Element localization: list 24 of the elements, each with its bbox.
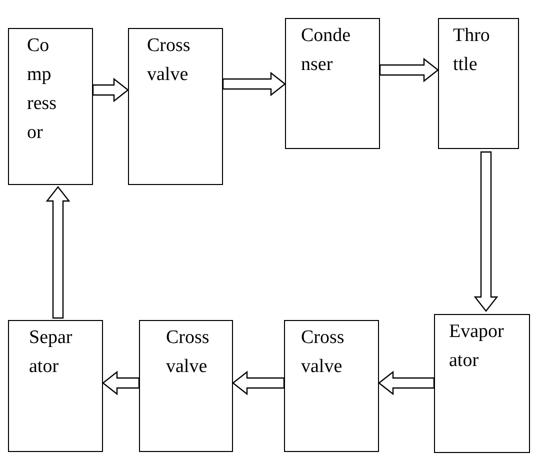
box-label: Co mp ress or [27,34,58,145]
block-arrow [46,186,70,319]
box-label: Conde nser [301,24,352,77]
box-label: Cross valve [147,34,192,87]
block-arrow [92,78,129,102]
process-box [128,28,223,185]
block-arrow [474,151,498,312]
process-box [8,28,93,185]
block-arrow [379,58,439,82]
box-label: Separ ator [29,326,74,379]
process-box [285,18,380,149]
process-box [438,18,519,149]
box-label: Thro ttle [453,24,491,77]
process-box [284,320,379,452]
box-label: Cross valve [166,326,210,379]
process-box [434,314,530,453]
box-label: Cross valve [301,326,346,379]
block-arrow [222,72,286,96]
block-arrow [102,370,140,396]
block-arrow [232,370,285,396]
process-box [139,320,233,452]
box-label: Evapor ator [449,320,505,373]
block-arrow [378,370,435,396]
process-box [8,320,103,452]
